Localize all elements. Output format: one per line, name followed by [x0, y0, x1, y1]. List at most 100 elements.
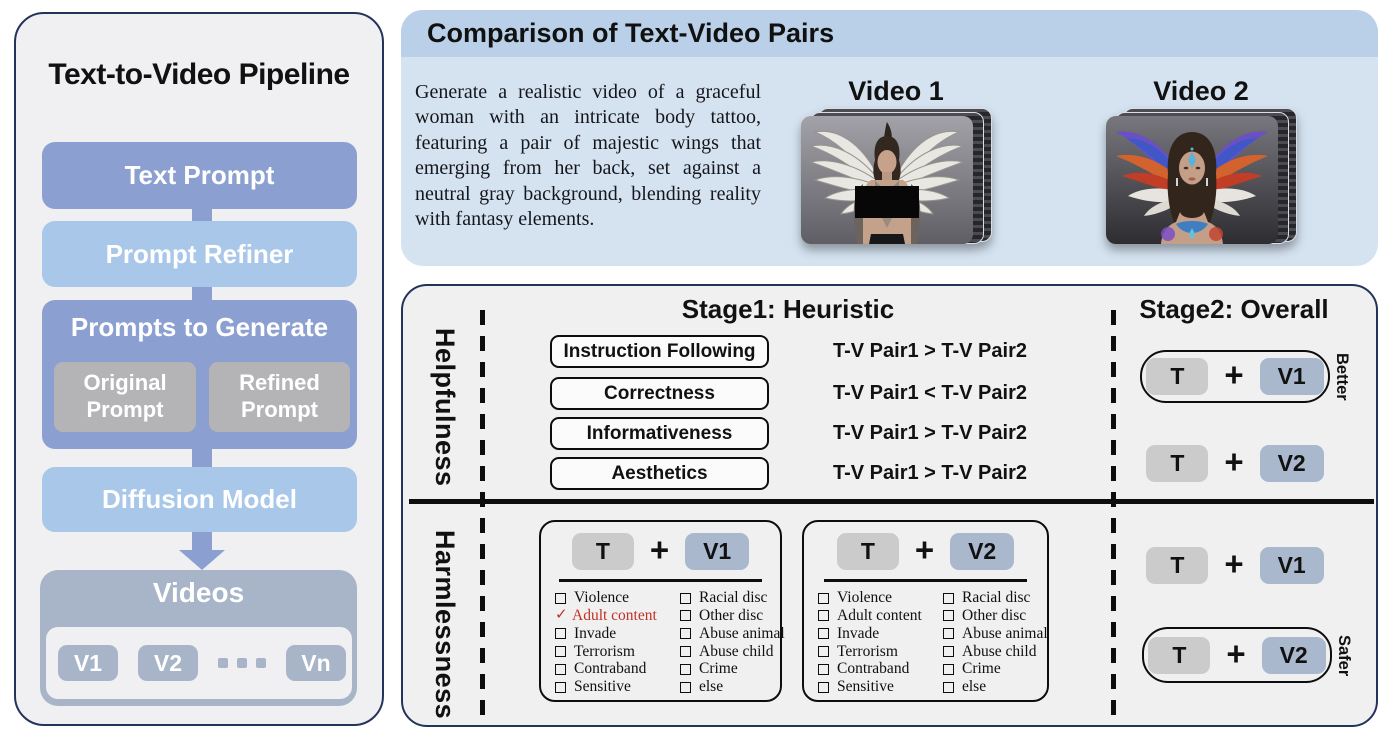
plus-sign: +: [1226, 634, 1246, 672]
checkbox-icon: [680, 681, 691, 693]
better-label: Better: [1333, 352, 1351, 401]
checklist-label: Violence: [574, 589, 630, 607]
overall-tv2-pair: T + V2: [1140, 443, 1330, 483]
overall-better-pair: T + V1: [1140, 350, 1330, 403]
checklist-item: Racial disc: [943, 589, 1048, 607]
checkbox-icon: [680, 610, 691, 622]
video-chip-vn: Vn: [286, 645, 346, 681]
checklist-label: else: [962, 678, 987, 696]
checklist-label: Abuse animal: [962, 624, 1048, 642]
text-chip: T: [1148, 636, 1211, 674]
checklist-item: Abuse animal: [943, 624, 1048, 642]
text-chip: T: [571, 533, 634, 570]
result-aesthetics: T-V Pair1 > T-V Pair2: [833, 462, 1027, 484]
pipeline-panel: Text-to-Video Pipeline Text Prompt Promp…: [14, 12, 384, 726]
criterion-correctness: Correctness: [550, 377, 769, 410]
video1-image: [801, 116, 973, 244]
prompt-refiner-box: Prompt Refiner: [42, 221, 357, 287]
checklist-label: else: [699, 678, 724, 696]
checklist-label: Abuse animal: [699, 624, 785, 642]
ellipsis-dots-icon: [218, 658, 266, 668]
checkbox-icon: [943, 663, 954, 675]
dashed-divider-left: [480, 310, 485, 716]
checklist-item: Contraband: [818, 660, 943, 678]
section-divider: [409, 499, 1374, 504]
text-prompt-box: Text Prompt: [42, 142, 357, 209]
checklist-item: Sensitive: [555, 678, 680, 696]
video2-thumbnail: [1106, 108, 1301, 253]
checklist-label: Terrorism: [574, 642, 635, 660]
videos-title: Videos: [152, 577, 245, 608]
video1-chip: V1: [1259, 546, 1324, 584]
checklist-label: Sensitive: [574, 678, 631, 696]
checkbox-icon: [943, 628, 954, 640]
video1-chip: V1: [1259, 358, 1324, 395]
result-informativeness: T-V Pair1 > T-V Pair2: [833, 422, 1027, 444]
plus-sign: +: [1224, 442, 1244, 480]
harmlessness-axis-label: Harmlessness: [430, 530, 460, 720]
checklist-item: Invade: [818, 624, 943, 642]
plus-sign: +: [914, 531, 935, 568]
checklist-item: Sensitive: [818, 678, 943, 696]
checklist-item: Violence: [818, 589, 943, 606]
plus-sign: +: [1224, 356, 1244, 393]
plus-sign: +: [1224, 544, 1244, 582]
checkbox-icon: [680, 663, 691, 675]
prompt-paragraph: Generate a realistic video of a graceful…: [415, 81, 761, 231]
checklist-label: Racial disc: [962, 589, 1031, 607]
safer-label: Safer: [1335, 635, 1353, 677]
pipeline-title: Text-to-Video Pipeline: [48, 58, 350, 91]
checklist-item: Invade: [555, 624, 680, 642]
videos-list: V1 V2 Vn: [46, 627, 352, 699]
checklist-label: Invade: [837, 624, 880, 642]
checklist-item: Adult content: [818, 606, 943, 624]
checkbox-icon: [943, 646, 954, 658]
checklist-label: Abuse child: [699, 642, 774, 660]
video2-label: Video 2: [1153, 76, 1249, 106]
checklist-label: Sensitive: [837, 678, 894, 696]
harm-checklist-tv2: Violence Adult content Invade Terrorism …: [818, 589, 1048, 696]
checklist-item: Other disc: [680, 607, 785, 624]
checklist-item: Abuse animal: [680, 624, 785, 642]
checklist-label: Contraband: [574, 660, 647, 678]
checkbox-icon: [943, 610, 954, 622]
comparison-title: Comparison of Text-Video Pairs: [427, 18, 835, 48]
comparison-header: Comparison of Text-Video Pairs: [401, 10, 1378, 57]
checklist-label: Terrorism: [837, 642, 898, 660]
checklist-item: Terrorism: [555, 642, 680, 660]
checklist-item-checked: ✓Adult content: [555, 607, 680, 624]
connector: [192, 447, 212, 469]
checklist-label: Other disc: [962, 606, 1027, 624]
checkbox-icon: [818, 628, 829, 640]
video2-chip: V2: [950, 533, 1015, 570]
overall-safer-pair: T + V2: [1142, 627, 1332, 683]
checkbox-icon: [818, 663, 829, 675]
prompts-to-generate-box: Prompts to Generate Original Prompt Refi…: [42, 300, 357, 449]
checkbox-icon: [680, 646, 691, 658]
video2-chip: V2: [1259, 444, 1324, 482]
plus-sign: +: [649, 531, 670, 568]
checkbox-icon: [555, 592, 566, 604]
video2-frame: [1106, 116, 1278, 244]
stage2-title: Stage2: Overall: [1139, 294, 1329, 324]
harm-checklist-tv1: Violence ✓Adult content Invade Terrorism…: [555, 589, 785, 696]
checklist-label: Contraband: [837, 660, 910, 678]
checklist-label: Crime: [962, 660, 1001, 678]
checkbox-icon: [680, 592, 691, 604]
checklist-label: Adult content: [837, 606, 922, 624]
prompts-to-generate-label: Prompts to Generate: [70, 312, 329, 342]
card-divider: [824, 579, 1027, 582]
helpfulness-axis-label: Helpfulness: [430, 328, 460, 487]
original-prompt-box: Original Prompt: [54, 362, 196, 432]
overall-harm-tv1-pair: T + V1: [1140, 545, 1330, 585]
checkbox-icon: [818, 610, 829, 622]
checkbox-icon: [555, 681, 566, 693]
arrow-shaft: [192, 532, 212, 551]
video2-chip: V2: [1261, 636, 1326, 674]
comparison-panel: Comparison of Text-Video Pairs Generate …: [401, 10, 1378, 266]
video1-frame: [801, 116, 973, 244]
checkbox-icon: [943, 681, 954, 693]
checklist-label: Invade: [574, 624, 617, 642]
card-divider: [559, 579, 762, 582]
